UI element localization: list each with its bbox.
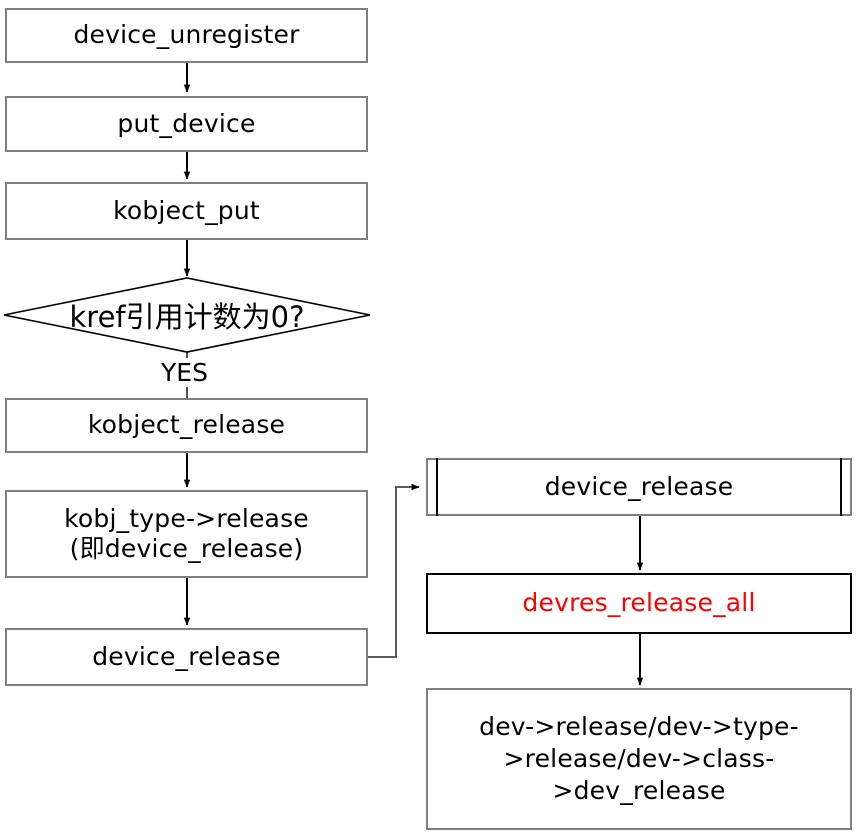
node-devres-release-all[interactable]: devres_release_all: [426, 573, 852, 634]
node-dev-release-chain[interactable]: dev->release/dev->type->release/dev->cla…: [426, 688, 852, 830]
node-kref-count-decision[interactable]: kref引用计数为0?: [3, 277, 371, 353]
node-device-release-left[interactable]: device_release: [5, 628, 368, 686]
diamond-shape: [3, 277, 371, 353]
node-device-release-subroutine[interactable]: device_release: [426, 458, 852, 516]
node-kobject-put[interactable]: kobject_put: [5, 182, 368, 240]
node-kref-count-decision-label: kref引用计数为0?: [69, 300, 305, 334]
edge-label-yes: YES: [158, 358, 211, 387]
node-put-device[interactable]: put_device: [5, 96, 368, 152]
node-kobj-type-release[interactable]: kobj_type->release (即device_release): [5, 490, 368, 578]
node-device-unregister[interactable]: device_unregister: [5, 8, 368, 63]
node-kobject-release[interactable]: kobject_release: [5, 398, 368, 453]
